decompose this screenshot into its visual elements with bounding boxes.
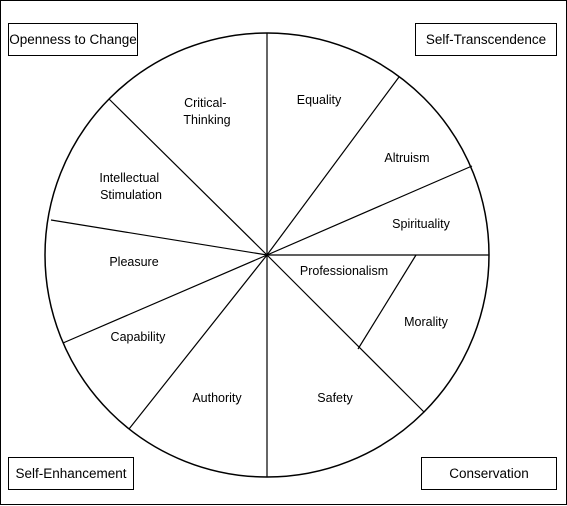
divider-stimulation-critical-thinking [108,98,268,256]
segment-label-professionalism: Professionalism [300,264,388,278]
quadrant-label-self-transcendence: Self-Transcendence [415,23,557,56]
segment-label-intellectual-stimulation: Intellectual Stimulation [99,171,162,202]
segment-label-pleasure: Pleasure [109,255,158,269]
quadrant-label-openness-to-change: Openness to Change [8,23,138,56]
divider-equality-altruism [266,76,400,256]
segment-label-altruism: Altruism [384,151,429,165]
wheel-dividers [50,33,489,477]
divider-morality-safety [266,254,425,413]
divider-pleasure-stimulation [50,219,268,256]
segment-label-morality: Morality [404,315,449,329]
segment-label-equality: Equality [297,93,342,107]
quadrant-label-conservation: Conservation [421,457,557,490]
segment-label-authority: Authority [192,391,242,405]
segment-label-safety: Safety [317,391,353,405]
segment-label-capability: Capability [111,330,167,344]
quadrant-label-self-enhancement: Self-Enhancement [8,457,134,490]
divider-altruism-spirituality [266,165,473,256]
divider-professionalism-morality [357,254,417,350]
divider-capability-pleasure [62,254,268,344]
segment-label-spirituality: Spirituality [392,217,450,231]
divider-authority-capability [128,254,268,430]
segment-label-critical-thinking: Critical- Thinking [183,96,230,127]
